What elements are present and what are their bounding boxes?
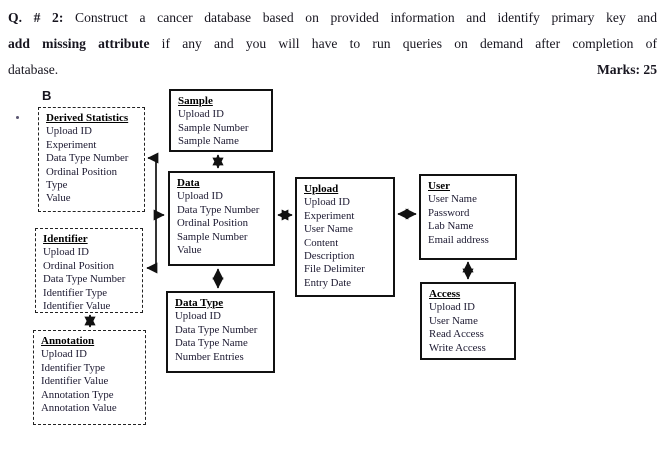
entity-attribute: Lab Name bbox=[428, 220, 474, 233]
entity-title: Identifier bbox=[43, 233, 88, 245]
entity-attribute: Value bbox=[46, 192, 71, 205]
question-line-3-text: database. bbox=[8, 62, 59, 77]
question-line-2: add missing attribute if any and you wil… bbox=[8, 36, 657, 51]
entity-attribute: Annotation Type bbox=[41, 388, 114, 401]
entity-attribute: Upload ID bbox=[175, 310, 221, 323]
entity-attribute: Sample Number bbox=[177, 230, 248, 243]
question-text: Q. # 2: Construct a cancer database base… bbox=[8, 5, 657, 83]
entity-attribute: Upload ID bbox=[43, 246, 89, 259]
entity-attribute: Data Type Number bbox=[43, 273, 126, 286]
entity-title: User bbox=[428, 180, 450, 192]
entity-title: Annotation bbox=[41, 335, 95, 347]
entity-attribute: Identifier Type bbox=[41, 361, 106, 374]
entity-attribute: Upload ID bbox=[46, 125, 92, 138]
entity-title: Sample bbox=[178, 95, 213, 107]
entity-title: Data bbox=[177, 177, 200, 189]
entity-attribute: Experiment bbox=[304, 209, 355, 222]
marks-label: Marks: 25 bbox=[596, 62, 657, 77]
entity-attribute: Data Type Number bbox=[46, 152, 129, 165]
entity-attribute: Upload ID bbox=[429, 301, 475, 314]
entity-attribute: Write Access bbox=[429, 341, 486, 354]
section-label: B bbox=[42, 88, 52, 103]
entity-attribute: Number Entries bbox=[175, 350, 244, 363]
entity-attribute: Upload ID bbox=[178, 108, 224, 121]
entity-attribute: Read Access bbox=[429, 328, 484, 341]
entity-attribute: Type bbox=[46, 179, 68, 192]
entity-attribute: Description bbox=[304, 250, 355, 263]
entity-attribute: Identifier Value bbox=[43, 300, 111, 313]
connector-derived-identifier-bracket bbox=[146, 152, 159, 274]
entity-title: Data Type bbox=[175, 297, 224, 309]
entity-attribute: User Name bbox=[429, 314, 478, 327]
entity-attribute: Password bbox=[428, 206, 470, 219]
entity-attribute: Data Type Number bbox=[175, 323, 258, 336]
entity-attribute: Upload ID bbox=[41, 348, 87, 361]
entity-title: Upload bbox=[304, 183, 339, 195]
entity-attribute: User Name bbox=[304, 223, 353, 236]
entity-attribute: Annotation Value bbox=[41, 402, 117, 415]
question-line-1: Q. # 2: Construct a cancer database base… bbox=[8, 10, 658, 25]
question-line-3: database. Marks: 25 bbox=[8, 57, 657, 83]
scan-artifact-dot bbox=[16, 116, 19, 119]
entity-attribute: Sample Number bbox=[178, 121, 249, 134]
entity-title: Access bbox=[429, 288, 461, 300]
entity-attribute: User Name bbox=[428, 193, 477, 206]
entity-attribute: Upload ID bbox=[304, 196, 350, 209]
bold-phrase: add missing attribute bbox=[8, 36, 150, 51]
question-number: Q. # 2: bbox=[8, 10, 64, 25]
entity-attribute: Identifier Value bbox=[41, 375, 109, 388]
entity-attribute: Content bbox=[304, 236, 339, 249]
entity-attribute: Ordinal Position bbox=[177, 217, 249, 230]
entity-attribute: Ordinal Position bbox=[46, 165, 118, 178]
entity-attribute: Experiment bbox=[46, 138, 97, 151]
entity-attribute: Data Type Name bbox=[175, 337, 248, 350]
entity-attribute: Email address bbox=[428, 233, 489, 246]
entity-attribute: Entry Date bbox=[304, 276, 352, 289]
entity-attribute: Sample Name bbox=[178, 135, 239, 148]
entity-attribute: File Delimiter bbox=[304, 263, 365, 276]
entity-attribute: Value bbox=[177, 244, 202, 257]
entity-attribute: Identifier Type bbox=[43, 286, 108, 299]
entity-title: Derived Statistics bbox=[46, 112, 129, 124]
entity-attribute: Upload ID bbox=[177, 190, 223, 203]
entity-attribute: Ordinal Position bbox=[43, 259, 115, 272]
entity-attribute: Data Type Number bbox=[177, 203, 260, 216]
